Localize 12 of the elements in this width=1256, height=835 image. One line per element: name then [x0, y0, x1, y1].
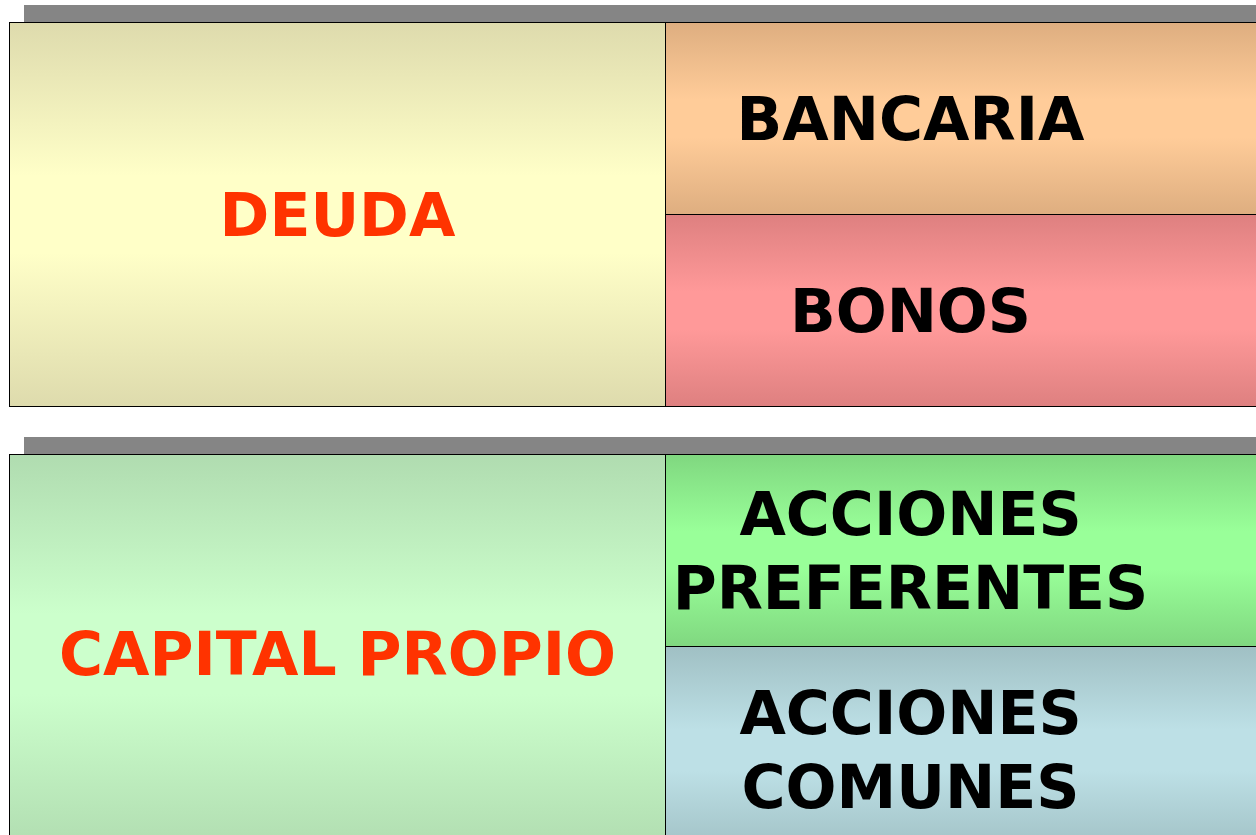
- cell-label: ACCIONES COMUNES: [738, 677, 1083, 824]
- cell-label: CAPITAL PROPIO: [58, 618, 617, 691]
- table-cell: [665, 214, 1256, 407]
- cell-label: BONOS: [789, 274, 1032, 348]
- cell-label: DEUDA: [219, 178, 456, 252]
- table-cell: [665, 454, 1256, 647]
- table-cell: [665, 22, 1256, 215]
- cell-label: ACCIONES PREFERENTES: [671, 477, 1150, 625]
- cell-label: BANCARIA: [736, 82, 1085, 156]
- table-cell: [665, 646, 1256, 835]
- table-cell: [9, 454, 666, 835]
- table-cell: [9, 22, 666, 407]
